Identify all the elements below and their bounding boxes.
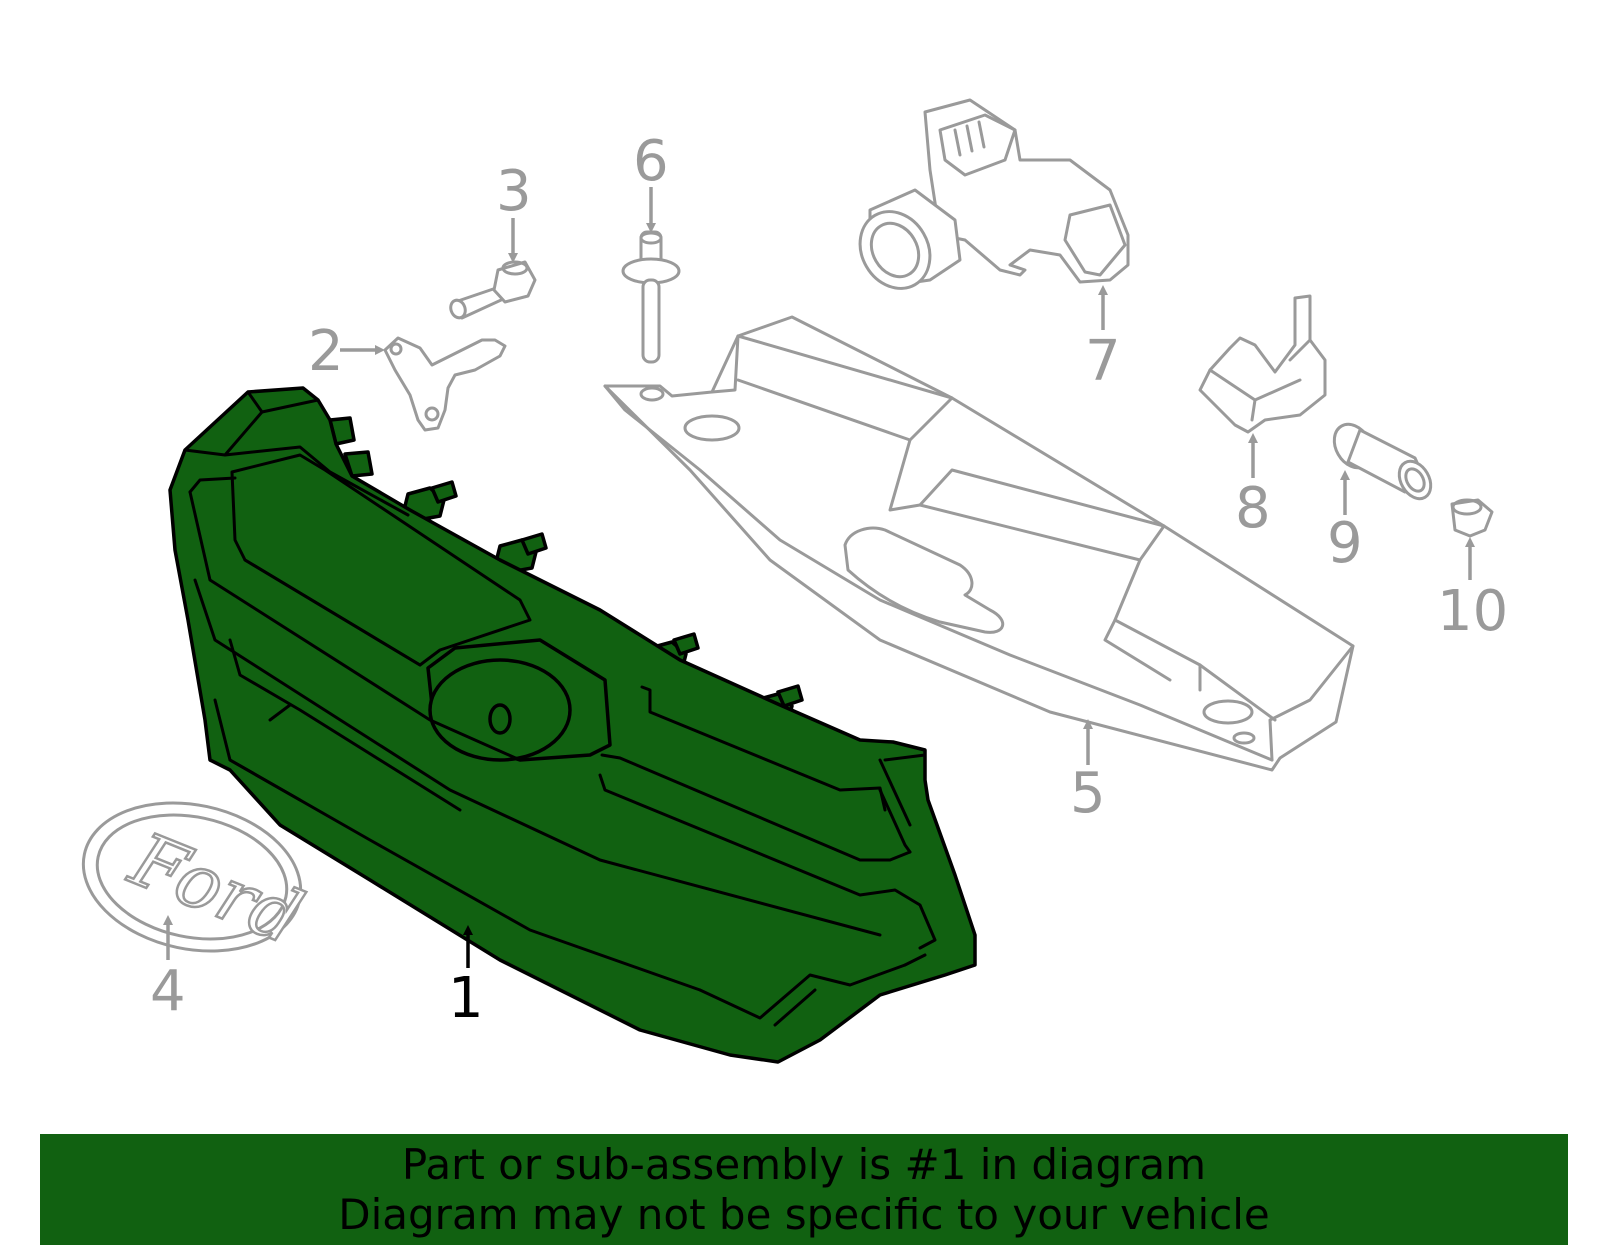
callout-7: 7: [1085, 285, 1121, 394]
part-7-camera[interactable]: [846, 98, 1130, 301]
part-9-grommet[interactable]: [1327, 418, 1437, 505]
svg-text:5: 5: [1070, 761, 1106, 826]
part-10-plug[interactable]: [1450, 498, 1494, 538]
callout-8: 8: [1235, 433, 1271, 541]
part-8-clip[interactable]: [1198, 294, 1327, 434]
callout-9: 9: [1327, 470, 1363, 576]
svg-text:8: 8: [1235, 476, 1271, 541]
callout-3: 3: [496, 159, 532, 263]
part-1-grille[interactable]: [168, 386, 977, 1064]
svg-text:6: 6: [633, 129, 669, 194]
info-banner: Part or sub-assembly is #1 in diagram Di…: [40, 1134, 1568, 1245]
svg-text:4: 4: [150, 959, 186, 1024]
banner-line-2: Diagram may not be specific to your vehi…: [338, 1190, 1270, 1239]
part-2-bracket[interactable]: [383, 336, 507, 432]
callout-5: 5: [1070, 719, 1106, 826]
svg-text:1: 1: [448, 966, 484, 1031]
callout-4: 4: [150, 915, 186, 1024]
callout-10: 10: [1437, 537, 1508, 644]
part-5-radiator-cover[interactable]: [603, 315, 1355, 772]
svg-text:3: 3: [496, 159, 532, 224]
callout-1: 1: [448, 925, 484, 1031]
part-3-bolt[interactable]: [448, 260, 537, 320]
callout-6: 6: [633, 129, 669, 233]
svg-text:2: 2: [308, 319, 344, 384]
svg-text:10: 10: [1437, 579, 1508, 644]
banner-line-1: Part or sub-assembly is #1 in diagram: [401, 1140, 1207, 1189]
svg-text:7: 7: [1085, 329, 1121, 394]
part-6-push-pin[interactable]: [621, 230, 681, 364]
svg-text:9: 9: [1327, 511, 1363, 576]
callout-2: 2: [308, 319, 385, 384]
